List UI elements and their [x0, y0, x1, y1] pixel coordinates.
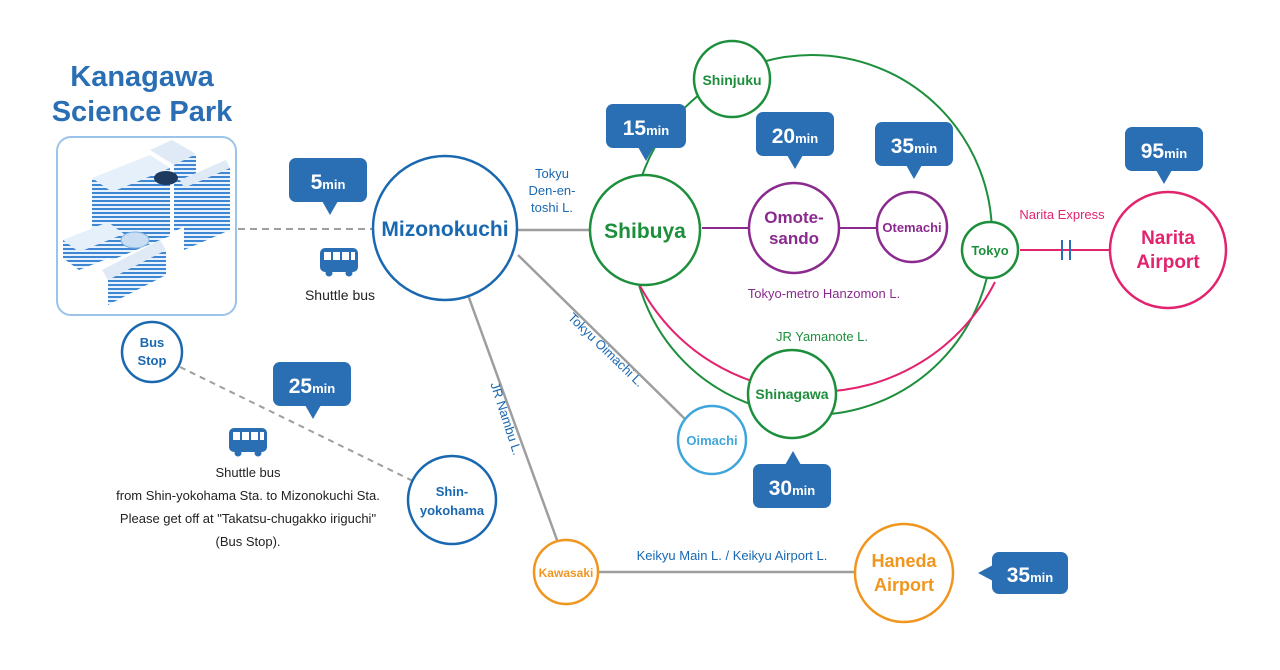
- station-haneda-label-2: Airport: [874, 575, 934, 595]
- time-badge-shinagawa: 30min: [753, 451, 831, 508]
- station-shin-yokohama[interactable]: [406, 454, 498, 546]
- time-badge-narita: 95min: [1125, 127, 1203, 184]
- svg-text:30min: 30min: [769, 477, 816, 500]
- nambu-line: [466, 294, 559, 541]
- den-en-toshi-label-3: toshi L.: [531, 200, 573, 215]
- oimachi-line: [517, 254, 687, 421]
- station-tokyo-label: Tokyo: [971, 243, 1008, 258]
- station-shin-yokohama-label-1: Shin-: [436, 484, 469, 499]
- time-badge-shibuya: 15min: [606, 104, 686, 161]
- station-oimachi-label: Oimachi: [686, 433, 737, 448]
- station-shinagawa[interactable]: [746, 348, 838, 440]
- station-shin-yokohama-label-2: yokohama: [420, 503, 485, 518]
- station-mizonokuchi-label: Mizonokuchi: [381, 218, 508, 241]
- bus-icon: [320, 248, 358, 277]
- shuttle-bus-label: Shuttle bus: [305, 287, 375, 303]
- svg-text:25min: 25min: [289, 375, 336, 398]
- station-narita-label-1: Narita: [1141, 228, 1195, 249]
- bus-stop-label-2: Stop: [138, 353, 167, 368]
- station-omotesando-label-1: Omote-: [764, 208, 824, 227]
- time-badge-shin-yokohama: 25min: [273, 362, 351, 419]
- station-shinjuku[interactable]: [692, 39, 772, 119]
- shuttle-bus-2-line-4: (Bus Stop).: [215, 534, 280, 549]
- svg-text:5min: 5min: [311, 171, 346, 194]
- station-oimachi[interactable]: [676, 404, 748, 476]
- keikyu-line-label: Keikyu Main L. / Keikyu Airport L.: [637, 548, 828, 563]
- nambu-line-label: JR Nambu L.: [487, 380, 525, 457]
- bus-stop[interactable]: [120, 320, 184, 384]
- svg-text:15min: 15min: [623, 117, 670, 140]
- station-mizonokuchi[interactable]: [371, 154, 519, 302]
- station-narita-airport[interactable]: [1108, 190, 1228, 310]
- bus-icon: [229, 428, 267, 457]
- station-narita-label-2: Airport: [1136, 252, 1200, 273]
- time-badge-omotesando: 20min: [756, 112, 834, 169]
- time-badge-haneda: 35min: [978, 552, 1068, 594]
- time-badge-mizonokuchi: 5min: [289, 158, 367, 215]
- time-badge-otemachi: 35min: [875, 122, 953, 179]
- station-haneda-airport[interactable]: [853, 522, 955, 624]
- station-otemachi[interactable]: [875, 190, 949, 264]
- station-omotesando-label-2: sando: [769, 229, 819, 248]
- shuttle-bus-2-line-3: Please get off at "Takatsu-chugakko irig…: [120, 511, 377, 526]
- station-kawasaki-label: Kawasaki: [539, 566, 594, 580]
- station-omotesando[interactable]: [747, 181, 841, 275]
- hanzomon-label: Tokyo-metro Hanzomon L.: [748, 286, 900, 301]
- svg-text:20min: 20min: [772, 125, 819, 148]
- station-haneda-label-1: Haneda: [871, 551, 937, 571]
- svg-text:35min: 35min: [1007, 564, 1054, 587]
- station-shinjuku-label: Shinjuku: [702, 72, 761, 88]
- den-en-toshi-label-1: Tokyu: [535, 166, 569, 181]
- building-icon: [56, 136, 237, 316]
- station-shibuya-label: Shibuya: [604, 220, 686, 243]
- station-shinagawa-label: Shinagawa: [755, 386, 828, 402]
- title-line-2: Science Park: [52, 96, 233, 128]
- station-shibuya[interactable]: [588, 173, 702, 287]
- yamanote-label: JR Yamanote L.: [776, 329, 868, 344]
- station-otemachi-label: Otemachi: [882, 220, 941, 235]
- narita-express-label: Narita Express: [1019, 207, 1105, 222]
- bus-stop-label-1: Bus: [140, 335, 165, 350]
- station-tokyo[interactable]: [960, 220, 1020, 280]
- svg-text:95min: 95min: [1141, 140, 1188, 163]
- svg-text:35min: 35min: [891, 135, 938, 158]
- title-line-1: Kanagawa: [70, 61, 214, 93]
- station-kawasaki[interactable]: [532, 538, 600, 606]
- oimachi-line-label: Tokyu Oimachi L.: [565, 310, 647, 390]
- den-en-toshi-label-2: Den-en-: [529, 183, 576, 198]
- shuttle-bus-2-line-2: from Shin-yokohama Sta. to Mizonokuchi S…: [116, 488, 380, 503]
- shuttle-bus-2-line-1: Shuttle bus: [215, 465, 281, 480]
